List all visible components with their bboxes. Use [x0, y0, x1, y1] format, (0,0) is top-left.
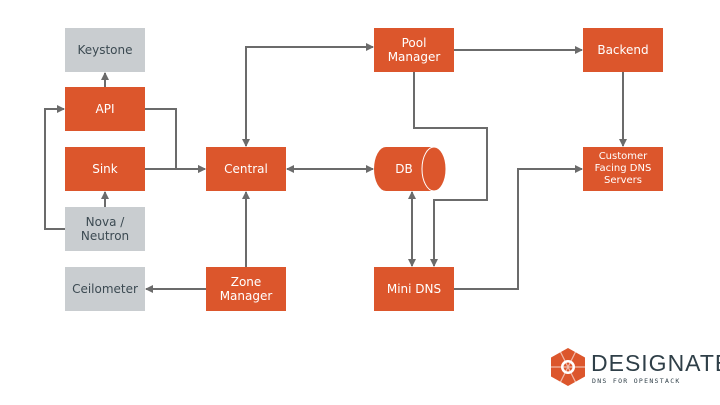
logo-subtitle: DNS FOR OPENSTACK [592, 377, 681, 385]
db-cylinder [374, 146, 447, 192]
node-backend: Backend [583, 28, 663, 72]
node-zone-manager: Zone Manager [206, 267, 286, 311]
node-central: Central [206, 147, 286, 191]
arrow-api-central [145, 108, 206, 173]
designate-logo-icon [551, 348, 585, 386]
node-sink: Sink [65, 147, 145, 191]
arrow-pool-manager-mini-dns [413, 72, 488, 267]
node-db: DB [395, 162, 413, 176]
node-nova-neutron: Nova / Neutron [65, 207, 145, 251]
arrow-central-pool-manager [242, 43, 374, 147]
node-ceilometer: Ceilometer [65, 267, 145, 311]
arrow-nova-api [44, 105, 65, 230]
node-pool-manager: Pool Manager [374, 28, 454, 72]
node-keystone: Keystone [65, 28, 145, 72]
logo-title: DESIGNATE [591, 350, 720, 376]
node-mini-dns: Mini DNS [374, 267, 454, 311]
arrow-mini-dns-customer-dns [454, 165, 583, 290]
node-api: API [65, 87, 145, 131]
node-customer-facing-dns: Customer Facing DNS Servers [583, 147, 663, 191]
